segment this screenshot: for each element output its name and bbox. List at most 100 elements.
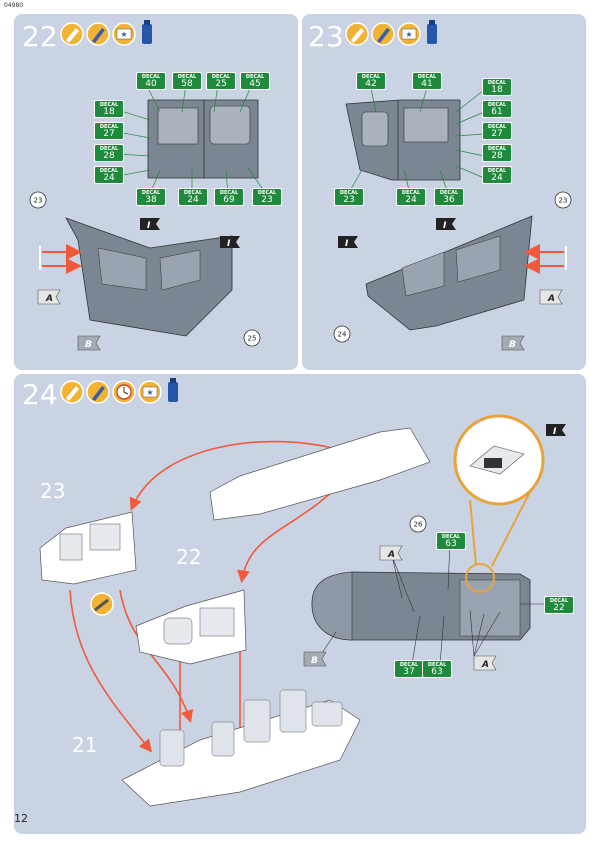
decal-number: 25: [215, 79, 227, 89]
label-flag-a: A: [473, 655, 497, 671]
decal-number: 28: [491, 151, 503, 161]
decal-number: 63: [431, 667, 443, 677]
decal-word: DECAL: [141, 74, 161, 80]
step-24-number: 24: [22, 378, 58, 411]
decal-number: 58: [181, 79, 193, 89]
label-flag-i: I: [140, 218, 160, 231]
label-flag-i: I: [220, 236, 240, 249]
decal-number: 18: [491, 85, 503, 95]
decal-word: DECAL: [361, 74, 381, 80]
part-label-21: 21: [72, 733, 97, 757]
decal-application-icon: ★: [138, 380, 162, 404]
svg-text:24: 24: [338, 331, 347, 339]
decal-number: 37: [403, 667, 415, 677]
svg-text:I: I: [553, 427, 557, 437]
decal-number: 24: [187, 195, 199, 205]
glue-hint-icon: [90, 592, 114, 616]
svg-text:25: 25: [248, 335, 257, 343]
part-label-22: 22: [176, 545, 201, 569]
label-flag-i: I: [546, 424, 566, 437]
decal-number: 18: [103, 107, 115, 117]
label-flag-b: B: [303, 651, 327, 667]
callout-circle: 23: [554, 191, 572, 209]
svg-text:★: ★: [146, 388, 153, 397]
decal-number: 41: [421, 79, 433, 89]
label-flag-b: B: [77, 335, 101, 351]
svg-text:★: ★: [405, 30, 412, 39]
window-cutout: [157, 107, 199, 145]
decal-application-icon: ★: [397, 22, 421, 46]
decal-softener-bottle-icon: [168, 378, 178, 402]
svg-text:B: B: [311, 656, 318, 666]
label-flag-a: A: [379, 545, 403, 561]
decal-word: DECAL: [487, 80, 507, 86]
roof-part: [209, 427, 431, 521]
callout-circle: 24: [333, 325, 351, 343]
svg-text:I: I: [227, 239, 231, 249]
svg-text:I: I: [443, 221, 447, 231]
part-label-23: 23: [40, 479, 65, 503]
svg-text:A: A: [387, 550, 395, 560]
svg-text:B: B: [85, 340, 92, 350]
drying-time-clock-icon: [112, 380, 136, 404]
decal-softener-bottle-icon: [427, 20, 437, 44]
decal-word: DECAL: [177, 74, 197, 80]
label-flag-a: A: [37, 289, 61, 305]
decal-number: 40: [145, 79, 157, 89]
svg-text:A: A: [547, 294, 555, 304]
label-flag-i: I: [338, 236, 358, 249]
page-number: 12: [14, 812, 28, 825]
svg-text:I: I: [147, 221, 151, 231]
decal-word: DECAL: [549, 598, 569, 604]
decal-number: 22: [553, 603, 565, 613]
callout-circle: 23: [29, 191, 47, 209]
label-flag-b: B: [501, 335, 525, 351]
decal-word: DECAL: [219, 190, 239, 196]
svg-text:I: I: [345, 239, 349, 249]
callout-circle: 26: [409, 515, 427, 533]
label-flag-i: I: [436, 218, 456, 231]
decal-number: 69: [223, 195, 235, 205]
step-22-number: 22: [22, 20, 58, 53]
decal-word: DECAL: [487, 168, 507, 174]
decal-word: DECAL: [417, 74, 437, 80]
decal-word: DECAL: [487, 102, 507, 108]
decal-number: 27: [103, 129, 115, 139]
decal-word: DECAL: [487, 124, 507, 130]
decal-number: 61: [491, 107, 503, 117]
decal-word: DECAL: [339, 190, 359, 196]
decal-number: 28: [103, 151, 115, 161]
paint-brush-icon: [86, 22, 110, 46]
svg-text:A: A: [481, 660, 489, 670]
decal-softener-bottle-icon: [142, 20, 152, 44]
decal-number: 23: [261, 195, 273, 205]
decal-word: DECAL: [183, 190, 203, 196]
svg-text:23: 23: [34, 197, 43, 205]
decal-number: 38: [145, 195, 157, 205]
decal-word: DECAL: [141, 190, 161, 196]
decal-word: DECAL: [245, 74, 265, 80]
decal-word: DECAL: [441, 534, 461, 540]
svg-text:A: A: [45, 294, 53, 304]
paint-brush-icon: [86, 380, 110, 404]
decal-word: DECAL: [399, 662, 419, 668]
window-cutout: [209, 105, 251, 145]
